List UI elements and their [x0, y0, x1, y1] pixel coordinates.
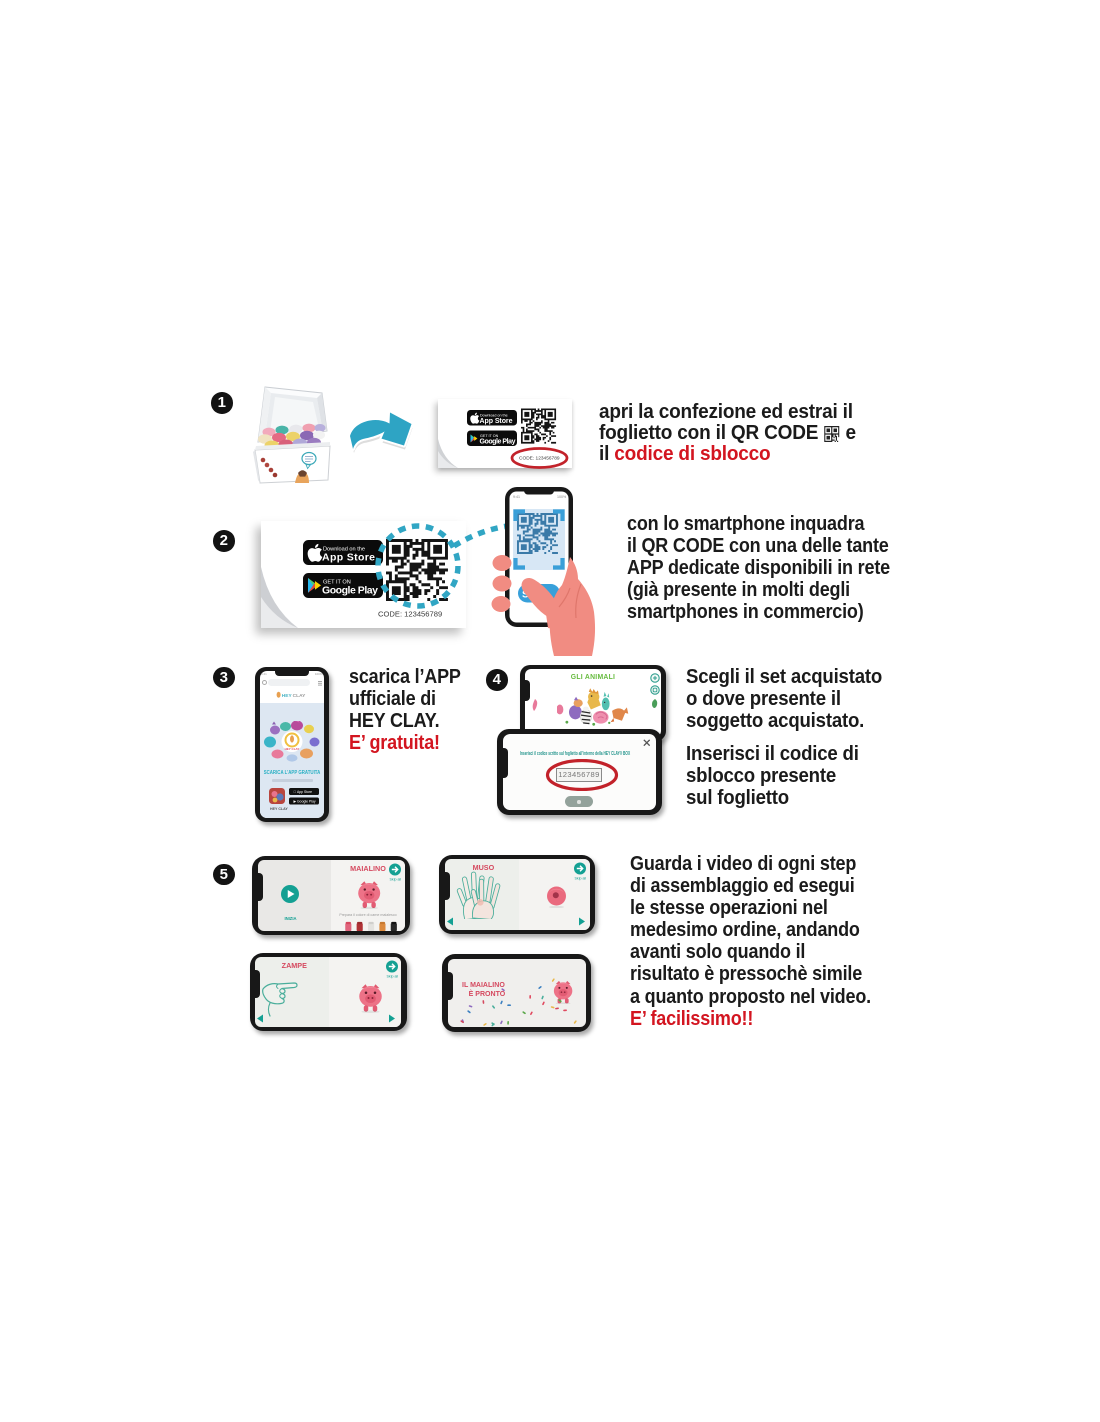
- svg-text:App Store: App Store: [322, 552, 375, 564]
- svg-text:Skip all: Skip all: [386, 975, 398, 979]
- svg-text: App Store:  App Store: [293, 790, 312, 794]
- svg-text:HEY CLAY: HEY CLAY: [270, 807, 288, 811]
- svg-text:HEY CLAY: HEY CLAY: [284, 747, 299, 751]
- svg-text:App Store: App Store: [480, 418, 513, 425]
- svg-text:CODE: 123456789: CODE: 123456789: [378, 610, 442, 619]
- svg-text:▶ Google Play: ▶ Google Play: [293, 799, 315, 803]
- svg-text:9:41: 9:41: [513, 495, 520, 499]
- svg-text:Google Play: Google Play: [322, 585, 378, 597]
- svg-text:Skip all: Skip all: [390, 878, 402, 882]
- svg-text:CODE: 123456789: CODE: 123456789: [519, 456, 560, 462]
- svg-text:HEYCLAY: HEYCLAY: [281, 693, 305, 699]
- svg-text:GET IT ON: GET IT ON: [480, 434, 499, 438]
- svg-text:Skip all: Skip all: [575, 877, 587, 881]
- svg-text:Download on the: Download on the: [480, 413, 508, 417]
- svg-text:Download on the: Download on the: [323, 547, 365, 553]
- svg-text:Google Play: Google Play: [480, 439, 516, 446]
- svg-text:GET IT ON: GET IT ON: [323, 580, 351, 586]
- svg-text:100%: 100%: [557, 495, 567, 499]
